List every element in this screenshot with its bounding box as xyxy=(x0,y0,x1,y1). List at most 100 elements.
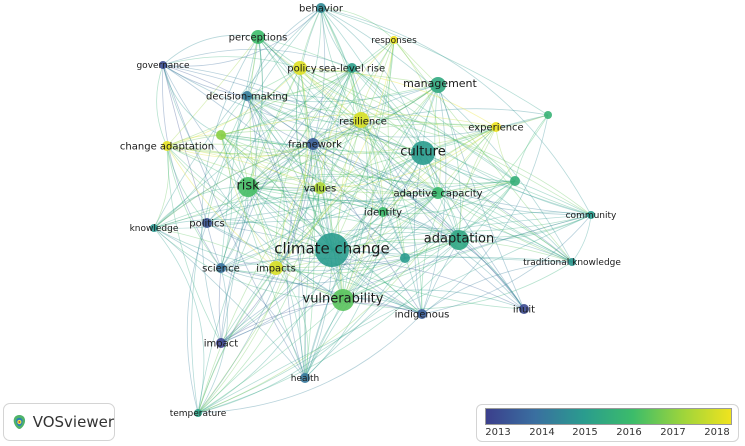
node-unlabeled-4[interactable] xyxy=(544,111,552,119)
node-perceptions[interactable] xyxy=(251,30,265,44)
link-perceptions-change-adaptation xyxy=(166,36,259,147)
link-health-unlabeled-2 xyxy=(304,180,516,379)
node-values[interactable] xyxy=(314,182,326,194)
node-risk[interactable] xyxy=(238,177,258,197)
link-vulnerability-experience xyxy=(342,126,497,301)
link-adaptation-behavior xyxy=(320,7,460,241)
node-label-temperature[interactable]: temperature xyxy=(170,409,227,419)
node-label-behavior[interactable]: behavior xyxy=(299,4,344,15)
node-identity[interactable] xyxy=(378,207,388,217)
link-responses-impacts xyxy=(275,39,395,269)
node-label-sea-level-rise[interactable]: sea-level rise xyxy=(319,64,385,75)
node-climate-change[interactable] xyxy=(315,233,349,267)
node-indigenous[interactable] xyxy=(417,309,427,319)
node-label-health[interactable]: health xyxy=(291,374,320,384)
node-unlabeled-1[interactable] xyxy=(216,130,226,140)
node-framework[interactable] xyxy=(307,138,319,150)
node-label-indigenous[interactable]: indigenous xyxy=(395,310,450,321)
link-framework-science xyxy=(220,143,314,269)
node-governance[interactable] xyxy=(159,61,167,69)
node-science[interactable] xyxy=(216,263,226,273)
link-knowledge-health xyxy=(153,227,306,379)
link-community-traditional-knowledge xyxy=(571,214,592,263)
link-resilience-traditional-knowledge xyxy=(360,119,573,263)
link-politics-unlabeled-3 xyxy=(206,222,406,265)
node-adaptive-capacity[interactable] xyxy=(432,187,444,199)
legend-tick: 2015 xyxy=(572,427,598,438)
link-risk-resilience xyxy=(247,119,362,188)
node-label-inuit[interactable]: inuit xyxy=(513,305,535,316)
node-culture[interactable] xyxy=(411,141,435,165)
node-politics[interactable] xyxy=(202,218,212,228)
node-adaptation[interactable] xyxy=(449,230,469,250)
node-label-adaptive-capacity[interactable]: adaptive capacity xyxy=(393,189,482,200)
node-resilience[interactable] xyxy=(353,112,369,128)
node-label-community[interactable]: community xyxy=(566,211,617,221)
node-change-adaptation[interactable] xyxy=(162,141,172,151)
link-values-sea-level-rise xyxy=(319,67,355,189)
node-label-knowledge[interactable]: knowledge xyxy=(130,224,179,234)
link-culture-knowledge xyxy=(153,152,424,229)
link-resilience-temperature xyxy=(197,119,362,414)
node-traditional-knowledge[interactable] xyxy=(568,258,576,266)
node-community[interactable] xyxy=(587,211,595,219)
link-climate-change-unlabeled-2 xyxy=(331,180,516,251)
link-culture-indigenous xyxy=(413,152,424,315)
node-inuit[interactable] xyxy=(519,304,529,314)
node-label-impacts[interactable]: impacts xyxy=(256,264,296,275)
node-management[interactable] xyxy=(430,77,446,93)
link-perceptions-indigenous xyxy=(257,36,423,315)
node-label-experience[interactable]: experience xyxy=(468,123,523,134)
node-sea-level-rise[interactable] xyxy=(347,63,357,73)
node-label-traditional-knowledge[interactable]: traditional knowledge xyxy=(523,258,621,268)
link-decision-making-unlabeled-3 xyxy=(246,95,406,259)
node-label-science[interactable]: science xyxy=(202,264,240,275)
node-health[interactable] xyxy=(300,373,310,383)
link-risk-adaptive-capacity xyxy=(247,173,439,194)
node-label-impact[interactable]: impact xyxy=(204,339,238,350)
node-policy[interactable] xyxy=(293,61,307,75)
node-label-politics[interactable]: politics xyxy=(189,219,224,230)
node-label-identity[interactable]: identity xyxy=(364,208,402,219)
node-label-perceptions[interactable]: perceptions xyxy=(229,33,288,44)
node-vulnerability[interactable] xyxy=(332,289,354,311)
link-values-politics xyxy=(206,187,321,224)
node-label-adaptation[interactable]: adaptation xyxy=(424,232,494,247)
node-label-management[interactable]: management xyxy=(403,77,477,90)
node-experience[interactable] xyxy=(491,122,501,132)
link-community-impact xyxy=(220,214,592,344)
node-decision-making[interactable] xyxy=(242,91,252,101)
node-label-policy[interactable]: policy xyxy=(287,64,317,75)
node-label-responses[interactable]: responses xyxy=(371,36,417,46)
node-temperature[interactable] xyxy=(194,409,202,417)
node-label-values[interactable]: values xyxy=(304,184,337,195)
node-label-resilience[interactable]: resilience xyxy=(339,117,387,128)
link-responses-traditional-knowledge xyxy=(393,39,573,263)
link-science-unlabeled-1 xyxy=(220,134,233,269)
link-management-framework xyxy=(312,84,439,145)
link-knowledge-temperature xyxy=(153,227,205,414)
node-label-vulnerability[interactable]: vulnerability xyxy=(303,292,384,307)
node-impact[interactable] xyxy=(216,338,226,348)
node-label-change-adaptation[interactable]: change adaptation xyxy=(120,142,214,153)
link-climate-change-change-adaptation xyxy=(166,145,333,251)
node-label-climate-change[interactable]: climate change xyxy=(274,239,389,257)
node-unlabeled-2[interactable] xyxy=(510,176,520,186)
node-label-governance[interactable]: governance xyxy=(136,61,189,71)
node-impacts[interactable] xyxy=(269,261,283,275)
node-unlabeled-3[interactable] xyxy=(400,253,410,263)
link-identity-decision-making xyxy=(246,95,384,213)
link-community-unlabeled-2 xyxy=(514,180,592,216)
link-adaptation-decision-making xyxy=(246,95,460,241)
link-risk-health xyxy=(247,186,306,379)
link-impacts-temperature xyxy=(197,267,277,414)
node-label-culture[interactable]: culture xyxy=(400,145,445,160)
link-culture-change-adaptation xyxy=(166,129,424,154)
node-label-decision-making[interactable]: decision-making xyxy=(206,92,288,103)
node-knowledge[interactable] xyxy=(150,224,158,232)
node-label-framework[interactable]: framework xyxy=(288,140,342,151)
node-responses[interactable] xyxy=(390,36,398,44)
node-label-risk[interactable]: risk xyxy=(236,179,260,194)
node-behavior[interactable] xyxy=(316,3,326,13)
